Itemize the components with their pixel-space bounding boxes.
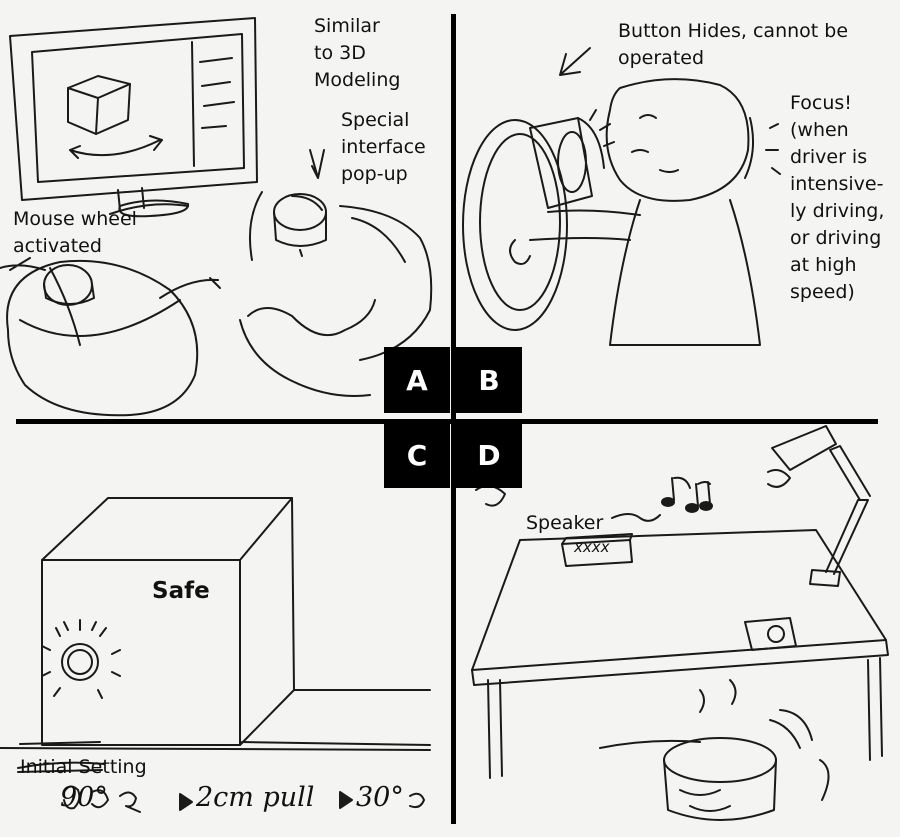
steering-wheel-sketch [462, 109, 615, 331]
hand-knob-sketch [239, 149, 433, 397]
cube-sketch [67, 75, 163, 159]
quadrant-label-c: C [384, 422, 450, 488]
button-hides-note: Button Hides, cannot be operated [618, 20, 849, 69]
step-pull-2cm: 2cm pull [196, 782, 315, 813]
similar-3d-modeling-note: Similar to 3D Modeling [314, 15, 401, 91]
mouse-sketch [0, 257, 221, 417]
quadrant-label-d: D [456, 422, 522, 488]
desk-sketch [471, 529, 889, 779]
lamp-sketch [767, 425, 871, 587]
mouse-wheel-note: Mouse wheel activated [13, 208, 137, 257]
speaker-label: Speaker [526, 512, 604, 534]
monitor-sketch [9, 17, 258, 218]
step-rotate-90: 90° [60, 782, 108, 813]
focus-note: Focus! (when driver is intensive- ly dri… [790, 92, 885, 303]
speaker-grille-marks: xxxx [574, 538, 610, 556]
speaker-sketch [561, 476, 713, 567]
initial-setting-label: Initial Setting [20, 756, 147, 778]
horizontal-divider [16, 419, 878, 424]
driver-sketch [509, 47, 781, 346]
quadrant-label-a: A [384, 347, 450, 413]
special-interface-note: Special interface pop-up [341, 109, 426, 185]
safe-label: Safe [152, 578, 210, 604]
step-rotate-30: 30° [356, 782, 404, 813]
safe-sketch [0, 497, 431, 813]
quadrant-label-b: B [456, 347, 522, 413]
